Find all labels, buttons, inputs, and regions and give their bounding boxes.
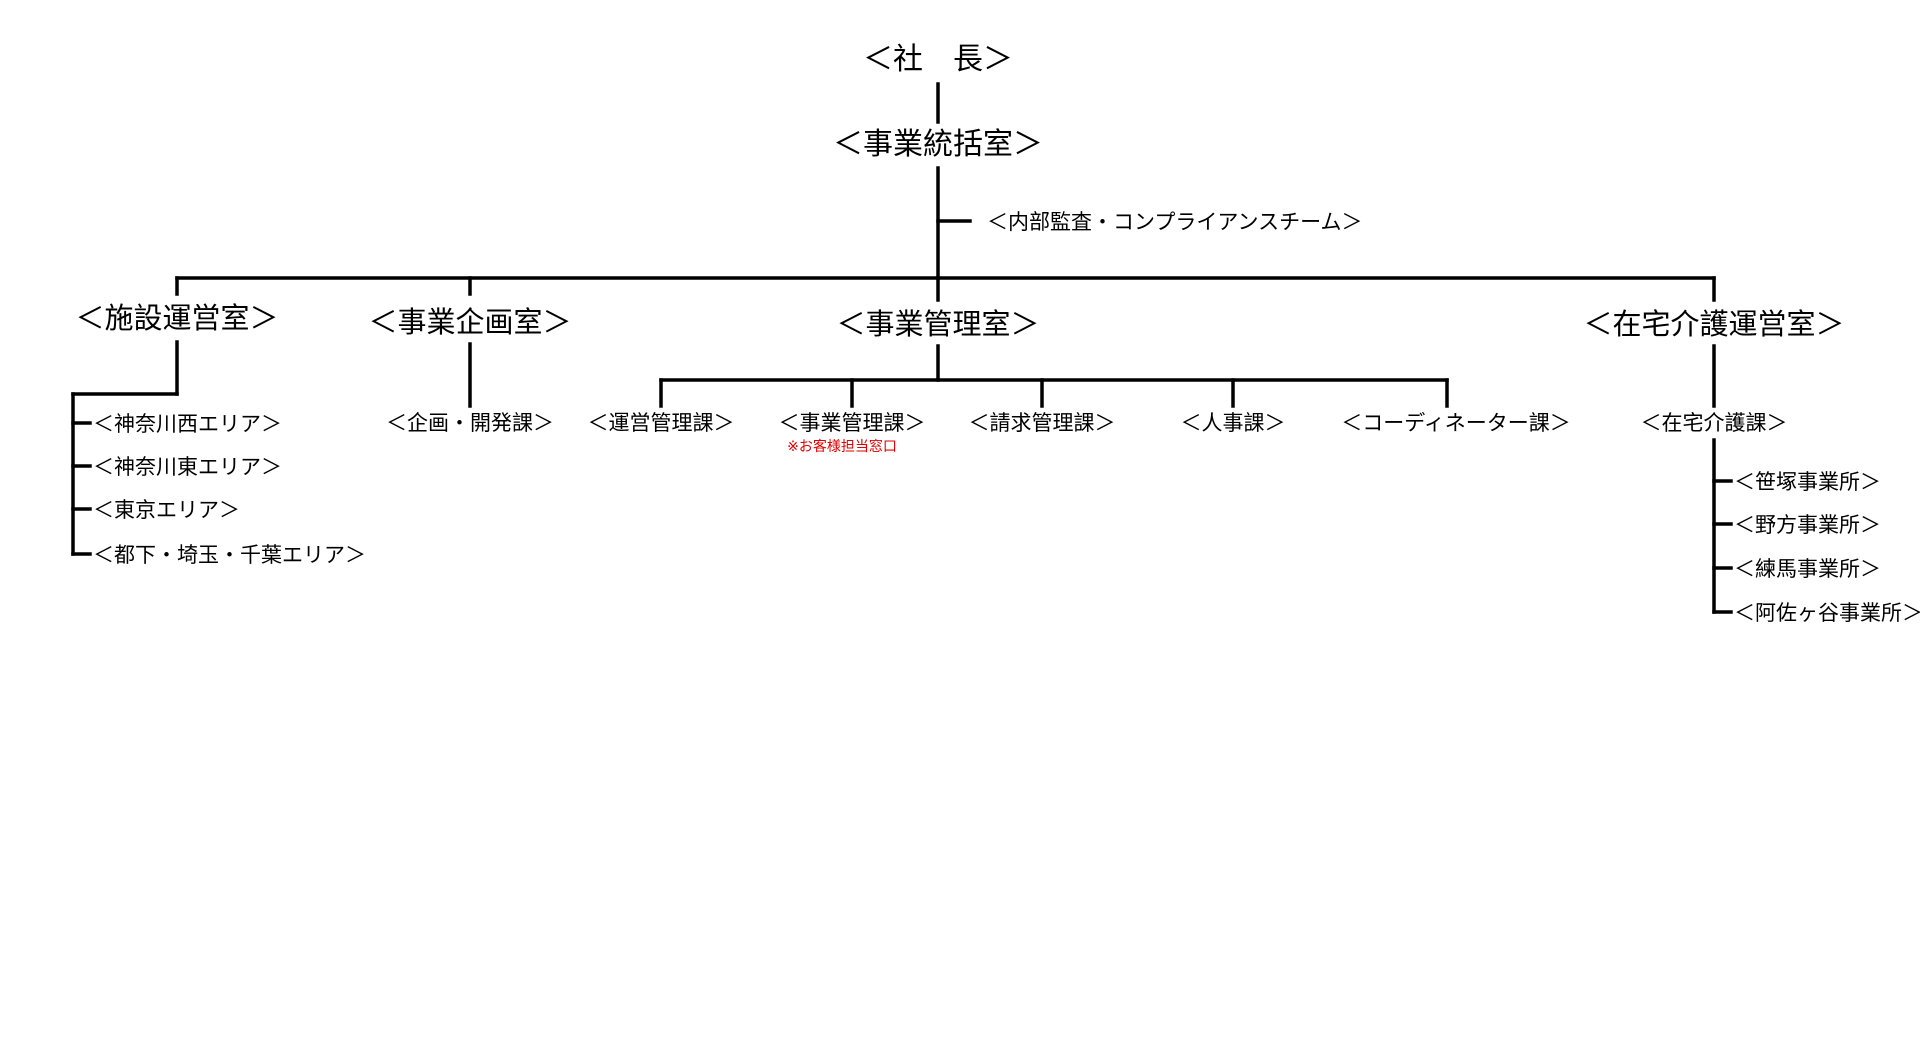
node-area-tokyo: ＜東京エリア＞	[93, 498, 240, 522]
node-business-section: ＜事業管理課＞	[779, 411, 926, 435]
node-billing-section: ＜請求管理課＞	[969, 411, 1116, 435]
node-operations-section: ＜運営管理課＞	[588, 411, 735, 435]
node-audit-team: ＜内部監査・コンプライアンスチーム＞	[987, 210, 1362, 234]
node-hr-section: ＜人事課＞	[1181, 411, 1286, 435]
node-office-asagaya: ＜阿佐ヶ谷事業所＞	[1734, 601, 1920, 625]
node-area-suburbs: ＜都下・埼玉・千葉エリア＞	[93, 543, 366, 567]
node-homecare-section: ＜在宅介護課＞	[1641, 411, 1788, 435]
node-planning-section: ＜企画・開発課＞	[386, 411, 554, 435]
org-labels: ＜社 長＞ ＜事業統括室＞ ＜内部監査・コンプライアンスチーム＞ ＜施設運営室＞…	[75, 42, 1920, 625]
node-area-kanagawa-west: ＜神奈川西エリア＞	[93, 412, 282, 436]
node-business-office: ＜事業統括室＞	[833, 127, 1043, 162]
node-coordinator-section: ＜コーディネーター課＞	[1341, 411, 1571, 435]
node-office-sasazuka: ＜笹塚事業所＞	[1734, 470, 1881, 494]
connector-lines	[71, 82, 1733, 614]
node-facility-office: ＜施設運営室＞	[75, 301, 278, 335]
node-office-nogata: ＜野方事業所＞	[1734, 513, 1881, 537]
customer-contact-note: ※お客様担当窓口	[787, 438, 897, 455]
node-area-kanagawa-east: ＜神奈川東エリア＞	[93, 455, 282, 479]
node-management-office: ＜事業管理室＞	[836, 307, 1039, 341]
node-planning-office: ＜事業企画室＞	[368, 305, 571, 339]
node-president: ＜社 長＞	[863, 42, 1013, 77]
node-office-nerima: ＜練馬事業所＞	[1734, 557, 1881, 581]
node-homecare-office: ＜在宅介護運営室＞	[1583, 307, 1844, 341]
